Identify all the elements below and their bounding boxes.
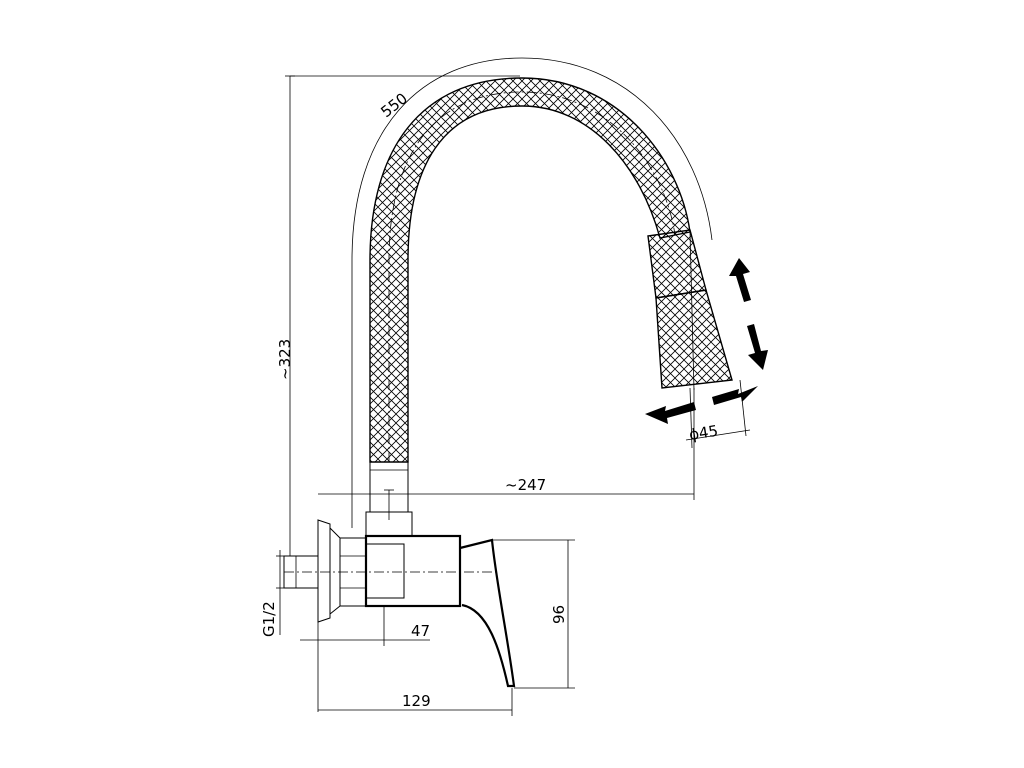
height-dimension: [285, 75, 520, 556]
length-label: 129: [402, 692, 431, 710]
diameter-dimension: [685, 379, 751, 449]
double-arrow-horizontal-icon: [645, 386, 758, 424]
spray-head: [647, 229, 733, 391]
height-label: ~323: [276, 339, 294, 380]
hose-connector: [365, 461, 413, 537]
thread-label: G1/2: [260, 601, 278, 637]
length-dimension: [318, 688, 513, 716]
hose-length-dimension-arc: [351, 57, 713, 528]
braided-hose: [369, 77, 691, 463]
body-height-label: 96: [550, 605, 568, 624]
body-height-dimension: [490, 539, 575, 689]
offset-label: 47: [411, 622, 430, 640]
reach-label: ~247: [505, 476, 546, 494]
hose-centerline: [388, 91, 676, 462]
diameter-label: ϕ45: [688, 422, 719, 444]
double-arrow-vertical-icon: [729, 258, 768, 370]
mixer-body: [276, 519, 500, 623]
offset-dimension: [300, 606, 430, 712]
lever-handle: [459, 538, 516, 688]
hose-length-label: 550: [377, 89, 411, 121]
